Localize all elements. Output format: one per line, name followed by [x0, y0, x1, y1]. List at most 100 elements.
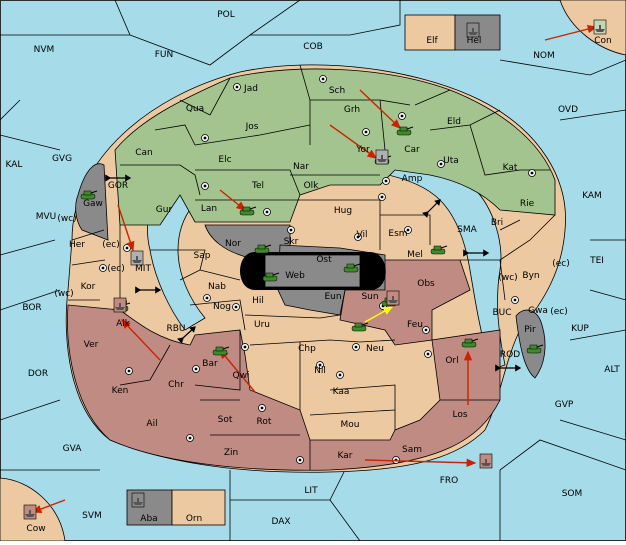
supply-center-dot: [384, 179, 388, 183]
order-arrows: [31, 25, 598, 513]
supply-center-dot: [289, 228, 293, 232]
land-label-kaa: Kaa: [333, 387, 350, 397]
land-label-ver: Ver: [84, 340, 99, 350]
land-label-lan: Lan: [201, 204, 217, 214]
sea-label-cob: COB: [303, 42, 323, 52]
land-label-sch: Sch: [329, 86, 345, 96]
sea-label-gva: GVA: [63, 444, 83, 454]
land-label-sam: Sam: [402, 445, 422, 455]
land-label-chp: Chp: [298, 344, 316, 354]
supply-center-dot: [513, 298, 517, 302]
pir-territory: [515, 309, 546, 379]
land-label-aba: Aba: [140, 514, 157, 524]
sea-label-lit: LIT: [304, 486, 318, 496]
sea-label-pol: POL: [217, 10, 235, 20]
supply-center-dot: [243, 345, 247, 349]
sea-label-ovd: OVD: [558, 105, 578, 115]
fleet-icon: [113, 297, 127, 313]
supply-center-dot: [318, 363, 322, 367]
supply-center-dot: [203, 184, 207, 188]
land-label-elf: Elf: [426, 36, 438, 46]
sea-label-gor: GOR: [108, 181, 128, 191]
land-label-eun: Eun: [324, 292, 341, 302]
move-arrow-icon: [364, 458, 477, 467]
supply-center-dot: [188, 436, 192, 440]
land-label-qua: Qua: [186, 104, 204, 114]
land-label-ail: Ail: [146, 419, 157, 429]
army-icon: [212, 346, 230, 356]
sea-label-kam: KAM: [582, 191, 602, 201]
sea-label-nvm: NVM: [34, 45, 55, 55]
sea-label-buc: BUC: [492, 308, 511, 318]
move-arrow-icon: [219, 348, 256, 393]
sea-label-dax: DAX: [271, 517, 290, 527]
land-label-byn: Byn: [522, 271, 539, 281]
supply-center-dot: [338, 373, 342, 377]
sea-label-nom: NOM: [533, 51, 555, 61]
army-icon: [80, 190, 98, 200]
supply-center-dot: [354, 345, 358, 349]
sea-label-alt: ALT: [604, 365, 620, 375]
land-label-hel: Hel: [467, 36, 482, 46]
elf-box: [404, 14, 456, 51]
sea-label-mit: MIT: [135, 264, 151, 274]
land-label-can: Can: [135, 148, 153, 158]
fleet-icon: [23, 504, 37, 520]
supply-center-dot: [203, 136, 207, 140]
land-label-kor: Kor: [81, 282, 96, 292]
coast-label-ec: (ec): [102, 240, 120, 250]
army-icon: [239, 206, 257, 216]
sea-label-tei: TEI: [589, 256, 604, 266]
supply-center-dot: [101, 266, 105, 270]
land-label-esm: Esm: [388, 229, 407, 239]
supply-center-dot: [298, 458, 302, 462]
land-label-kat: Kat: [503, 163, 518, 173]
green-power-region: [114, 68, 556, 226]
supply-center-dot: [234, 305, 238, 309]
sea-label-rod: ROD: [500, 350, 520, 360]
land-label-uta: Uta: [443, 156, 459, 166]
land-label-jos: Jos: [245, 122, 259, 132]
strait-arrows: [105, 174, 522, 372]
land-label-elc: Elc: [218, 155, 231, 165]
land-label-vil: Vil: [357, 230, 368, 240]
supply-center-dot: [406, 228, 410, 232]
coast-label-wc: (wc): [57, 214, 76, 224]
land-label-con: Con: [594, 36, 612, 46]
land-label-obs: Obs: [417, 279, 435, 289]
land-label-ken: Ken: [112, 386, 129, 396]
land-label-nab: Nab: [208, 282, 226, 292]
land-label-eld: Eld: [447, 117, 461, 127]
land-label-orl: Orl: [445, 356, 458, 366]
army-icon: [430, 245, 448, 255]
land-label-zin: Zin: [224, 448, 238, 458]
gaw-territory: [75, 163, 109, 241]
sea-label-svm: SVM: [82, 511, 102, 521]
land-label-olk: Olk: [304, 181, 320, 191]
fleet-icon: [131, 492, 145, 508]
sea-label-kal: KAL: [6, 160, 23, 170]
land-label-her: Her: [69, 240, 85, 250]
sea-label-fro: FRO: [440, 476, 459, 486]
supply-center-dot: [194, 367, 198, 371]
supply-center-dot: [439, 162, 443, 166]
land-label-bar: Bar: [202, 359, 218, 369]
sea-label-fun: FUN: [155, 50, 174, 60]
supply-center-dot: [125, 246, 129, 250]
land-label-web: Web: [285, 271, 305, 281]
move-arrow-icon: [121, 318, 161, 361]
land-label-nor: Nor: [225, 239, 241, 249]
land-label-qwi: Qwi: [233, 371, 250, 381]
land-label-chr: Chr: [168, 380, 184, 390]
supply-center-dot: [426, 352, 430, 356]
land-label-hug: Hug: [334, 206, 352, 216]
land-label-nar: Nar: [293, 162, 309, 172]
army-icon: [343, 263, 361, 273]
supply-center-dot: [127, 369, 131, 373]
fleet-icon: [593, 19, 607, 35]
land-label-skr: Skr: [284, 237, 299, 247]
coast-label-ec: (ec): [550, 307, 568, 317]
support-arrow-icon: [364, 306, 394, 323]
